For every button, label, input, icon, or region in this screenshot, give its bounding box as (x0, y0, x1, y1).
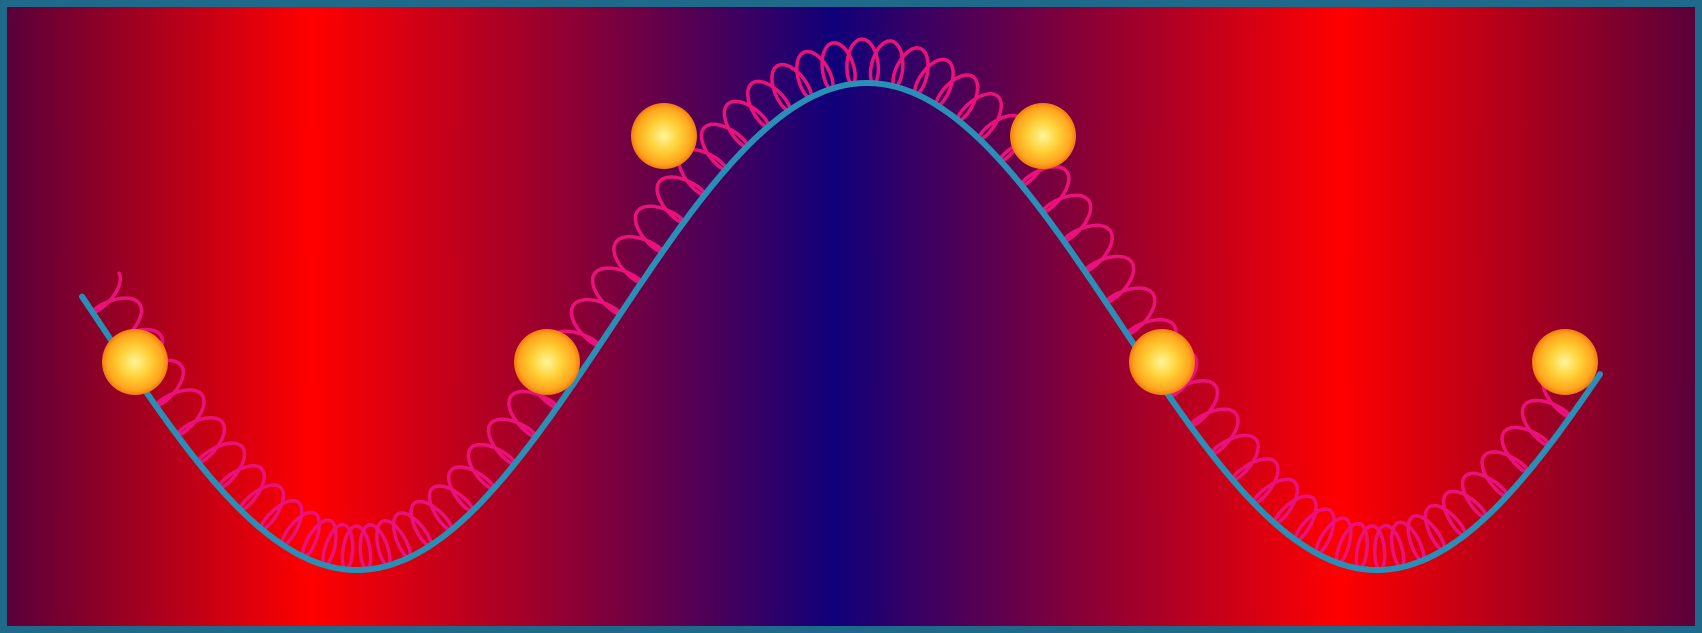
ball-5 (1129, 329, 1195, 395)
ball-group (102, 103, 1598, 395)
coil-spring (90, 37, 1594, 572)
wave-illustration (7, 7, 1695, 626)
wave-scene (7, 7, 1695, 626)
ball-2 (514, 329, 580, 395)
ball-3 (631, 103, 697, 169)
gradient-background (7, 7, 1695, 626)
ball-1 (102, 329, 168, 395)
ball-6 (1532, 329, 1598, 395)
wave-curve (79, 80, 1603, 573)
coil-path (90, 37, 1594, 572)
ball-4 (1010, 103, 1076, 169)
